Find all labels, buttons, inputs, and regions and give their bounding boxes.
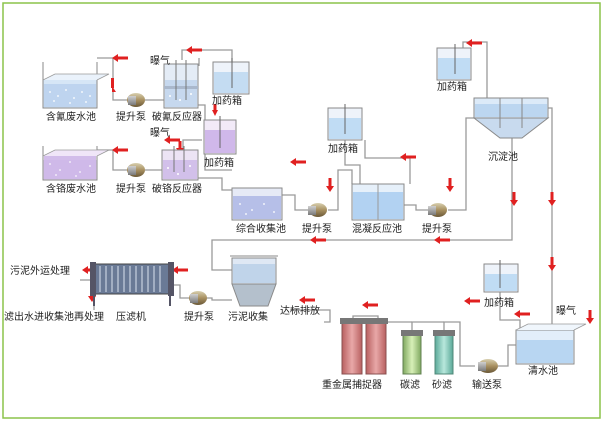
dosing-2-label: 加药箱	[204, 158, 234, 169]
collection-pool	[231, 187, 283, 221]
dosing-tank-6	[483, 260, 519, 293]
pump-4-label: 提升泵	[422, 224, 452, 235]
settling-tank-label: 沉淀池	[488, 152, 518, 163]
chrome-waste-pool	[42, 146, 110, 181]
sand-filter	[433, 330, 455, 375]
carbon-filter-label: 碳滤	[400, 380, 420, 391]
clear-water-pool	[515, 323, 587, 365]
discharge-label: 达标排放	[280, 306, 320, 317]
collection-pool-label: 综合收集池	[236, 224, 286, 235]
pump-5	[189, 291, 207, 305]
aeration-3-label: 曝气	[556, 306, 576, 317]
pump-3	[308, 203, 327, 217]
dosing-6-label: 加药箱	[484, 298, 514, 309]
dosing-3-label: 加药箱	[328, 144, 358, 155]
filter-press	[90, 262, 174, 306]
pump-1-label: 提升泵	[116, 112, 146, 123]
dosing-1-label: 加药箱	[212, 96, 242, 107]
pump-4	[428, 203, 447, 217]
cyanide-reactor-label: 破氰反应器	[152, 112, 202, 123]
coagulation-pool	[351, 183, 405, 221]
filtrate-back-label: 滤出水进收集池再处理	[4, 312, 104, 323]
cyanide-waste-pool	[42, 62, 110, 109]
pump-1	[127, 93, 145, 107]
filter-press-label: 压滤机	[116, 312, 146, 323]
aeration-1-label: 曝气	[150, 56, 170, 67]
aeration-2-label: 曝气	[150, 128, 170, 139]
clear-pool-label: 清水池	[528, 366, 558, 377]
chrome-reactor-label: 破铬反应器	[152, 184, 202, 195]
heavy-metal-catcher	[340, 318, 388, 375]
dosing-tank-3	[327, 104, 363, 141]
carbon-filter	[401, 330, 423, 375]
cyanide-pool-label: 含氰废水池	[46, 112, 96, 123]
pump-2-label: 提升泵	[116, 184, 146, 195]
dosing-tank-2	[203, 116, 237, 155]
pump-2	[127, 163, 145, 177]
dosing-4-label: 加药箱	[437, 82, 467, 93]
cyanide-reactor	[163, 60, 199, 109]
chrome-reactor	[161, 146, 199, 181]
pump-5-label: 提升泵	[184, 312, 214, 323]
transfer-pump	[478, 359, 498, 373]
chrome-pool-label: 含铬废水池	[46, 184, 96, 195]
dosing-tank-4	[436, 44, 472, 81]
transfer-pump-label: 输送泵	[472, 380, 502, 391]
dosing-tank-1	[212, 58, 250, 95]
metal-catcher-label: 重金属捕捉器	[322, 380, 382, 391]
coagulation-pool-label: 混凝反应池	[352, 224, 402, 235]
sludge-collector	[230, 255, 278, 307]
sludge-out-label: 污泥外运处理	[10, 266, 70, 277]
settling-tank	[472, 97, 550, 139]
sand-filter-label: 砂滤	[432, 380, 452, 391]
sludge-collect-label: 污泥收集	[228, 312, 268, 323]
pump-3-label: 提升泵	[302, 224, 332, 235]
